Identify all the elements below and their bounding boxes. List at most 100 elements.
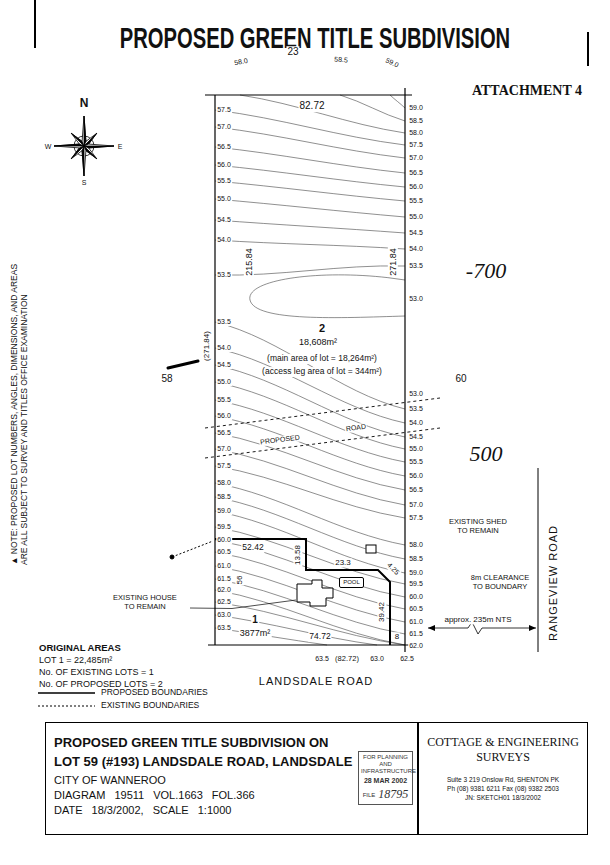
lot-area: 18,608m² bbox=[298, 337, 338, 347]
contour-line bbox=[240, 95, 405, 133]
contour-level: 60.5 bbox=[408, 605, 424, 613]
frame-line bbox=[587, 32, 589, 66]
contour-line bbox=[215, 449, 405, 505]
dimension: 215.84 bbox=[244, 247, 254, 277]
contour-level: 61.5 bbox=[216, 575, 232, 583]
legend-sample-solid bbox=[38, 692, 95, 694]
existing-boundary bbox=[208, 644, 412, 645]
contour-level: 56.0 bbox=[408, 472, 424, 480]
contour-level: 53.0 bbox=[408, 390, 424, 398]
legend-text: PROPOSED BOUNDARIES bbox=[100, 688, 209, 698]
contour-level: 63.0 bbox=[216, 611, 232, 619]
dimension: 39.42 bbox=[377, 601, 386, 623]
node-text: Ph (08) 9381 6211 Fax (08) 9382 2503 bbox=[425, 784, 581, 793]
road-label: ROAD bbox=[344, 423, 367, 434]
note-text: EXISTING SHED TO REMAIN bbox=[445, 518, 511, 535]
contour-level: 59.0 bbox=[408, 104, 424, 112]
lot-area: 3877m² bbox=[239, 628, 272, 638]
contour-level: 58.5 bbox=[408, 555, 424, 563]
road-name: LANDSDALE ROAD bbox=[258, 675, 374, 688]
node-text: 18795 bbox=[378, 787, 408, 802]
sheet-title: PROPOSED GREEN TITLE SUBDIVISION bbox=[119, 21, 511, 56]
contour-level: 58.5 bbox=[408, 117, 424, 125]
lot-area: (access leg area of lot = 344m²) bbox=[261, 367, 383, 377]
contour-level: 56.0 bbox=[216, 161, 232, 169]
contour-level: 56.5 bbox=[408, 486, 424, 494]
note-text: EXISTING HOUSE TO REMAIN bbox=[108, 594, 182, 611]
contour-level: 57.0 bbox=[216, 123, 232, 131]
contour-level: 63.5 bbox=[314, 655, 330, 663]
leader-dot bbox=[170, 555, 174, 559]
contour-level: 56.0 bbox=[408, 183, 424, 191]
contour-level: 63.0 bbox=[369, 655, 385, 663]
contour-level: 58.5 bbox=[333, 55, 349, 64]
contour-level: 62.0 bbox=[408, 642, 424, 650]
contour-level: 61.0 bbox=[408, 618, 424, 626]
contour-line bbox=[215, 511, 405, 573]
contour-level: 57.0 bbox=[216, 445, 232, 453]
contour-level: 62.5 bbox=[216, 598, 232, 606]
handwritten-note: 500 bbox=[469, 441, 504, 466]
dimension: (271.84) bbox=[202, 330, 211, 362]
contour-line bbox=[215, 579, 405, 634]
house-leader bbox=[190, 600, 296, 609]
contour-level: 56.5 bbox=[216, 429, 232, 437]
contour-line bbox=[215, 466, 405, 518]
contour-level: 57.0 bbox=[408, 501, 424, 509]
lot-number: 1 bbox=[251, 614, 259, 626]
contour-level: 57.5 bbox=[216, 106, 232, 114]
contour-level: 54.0 bbox=[216, 344, 232, 352]
contour-level: 53.5 bbox=[216, 271, 232, 279]
contour-level: 55.0 bbox=[408, 213, 424, 221]
existing-shed bbox=[366, 545, 376, 553]
compass-shade bbox=[84, 116, 86, 146]
compass-shade bbox=[84, 133, 97, 146]
node-text: POOL bbox=[340, 579, 363, 586]
survey-note: ▲ NOTE: PROPOSED LOT NUMBERS, ANGLES, DI… bbox=[10, 254, 30, 566]
dimension: 52.42 bbox=[241, 543, 264, 553]
contour-level: 56.0 bbox=[216, 412, 232, 420]
contour-level: 53.5 bbox=[408, 405, 424, 413]
arrow-head bbox=[428, 625, 435, 631]
contour-level: 63.5 bbox=[216, 624, 232, 632]
dimension: 23.3 bbox=[334, 558, 352, 567]
road-line bbox=[205, 428, 440, 458]
contour-line bbox=[215, 615, 377, 645]
dimension: 56 bbox=[235, 575, 244, 586]
contour-level: 59.0 bbox=[383, 56, 401, 70]
dimension: (82.72) bbox=[334, 655, 360, 664]
node-text: COTTAGE & ENGINEERING SURVEYS bbox=[425, 735, 581, 765]
node-text: CITY OF WANNEROO bbox=[54, 774, 409, 786]
dimension: 271.84 bbox=[388, 247, 398, 277]
contour-level: 59.5 bbox=[216, 523, 232, 531]
areas-row: No. OF EXISTING LOTS = 1 bbox=[38, 667, 155, 677]
contour-level: 60.5 bbox=[216, 548, 232, 556]
contour-line bbox=[215, 322, 405, 409]
contour-level: 58.0 bbox=[216, 479, 232, 487]
contour-level: 57.5 bbox=[408, 514, 424, 522]
contour-level: 54.0 bbox=[408, 245, 424, 253]
existing-house bbox=[297, 580, 333, 606]
contour-level: 55.0 bbox=[216, 378, 232, 386]
legend-text: EXISTING BOUNDARIES bbox=[100, 701, 200, 711]
contour-line bbox=[215, 382, 405, 449]
contour-level: 55.0 bbox=[216, 195, 232, 203]
contour-level: 55.5 bbox=[216, 177, 232, 185]
contour-line bbox=[215, 127, 405, 158]
handwritten-note: -700 bbox=[465, 258, 507, 283]
compass-letter: S bbox=[81, 179, 88, 187]
node-text: FOR PLANNING AND INFRASTRUCTURE bbox=[361, 754, 410, 775]
contour-level: 55.5 bbox=[216, 396, 232, 404]
contour-level: 55.0 bbox=[408, 445, 424, 453]
contour-level: 55.5 bbox=[408, 197, 424, 205]
dimension: 13.58 bbox=[293, 544, 302, 566]
contour-line bbox=[390, 95, 405, 108]
contour-line bbox=[215, 348, 405, 423]
areas-heading: ORIGINAL AREAS bbox=[38, 643, 122, 654]
dimension: 74.72 bbox=[308, 632, 331, 642]
contour-level: 53.5 bbox=[408, 262, 424, 270]
dimension: 8 bbox=[394, 632, 400, 641]
contour-level: 54.0 bbox=[216, 236, 232, 244]
compass-shade bbox=[54, 144, 84, 146]
